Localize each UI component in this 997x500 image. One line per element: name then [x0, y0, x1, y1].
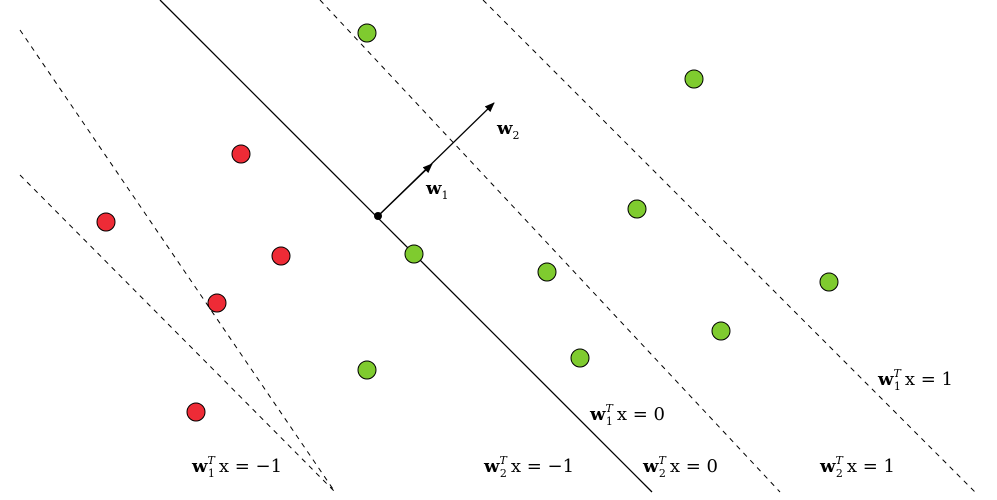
decision-boundary-line [159, 0, 653, 493]
green-point [537, 262, 557, 282]
green-points [357, 23, 839, 380]
green-point [711, 321, 731, 341]
green-point [684, 69, 704, 89]
green-point [404, 244, 424, 264]
green-point [570, 348, 590, 368]
green-point [357, 23, 377, 43]
green-point [357, 360, 377, 380]
green-point [627, 199, 647, 219]
red-point [207, 293, 227, 313]
red-point [186, 402, 206, 422]
margin-lines [19, 0, 976, 493]
green-point [819, 272, 839, 292]
red-point [271, 246, 291, 266]
red-points [96, 144, 291, 422]
origin-dot [374, 212, 382, 220]
margin-line-w1-one [319, 0, 781, 493]
margin-line-w2-one [482, 0, 976, 493]
red-point [231, 144, 251, 164]
margin-line-w2-minus-one [19, 174, 336, 493]
vector-w1-label: w1 [425, 178, 449, 202]
vector-w1-arrow [377, 163, 433, 217]
margin-line-w1-minus-one [19, 29, 336, 493]
vector-w2-label: w2 [496, 118, 520, 142]
red-point [96, 212, 116, 232]
